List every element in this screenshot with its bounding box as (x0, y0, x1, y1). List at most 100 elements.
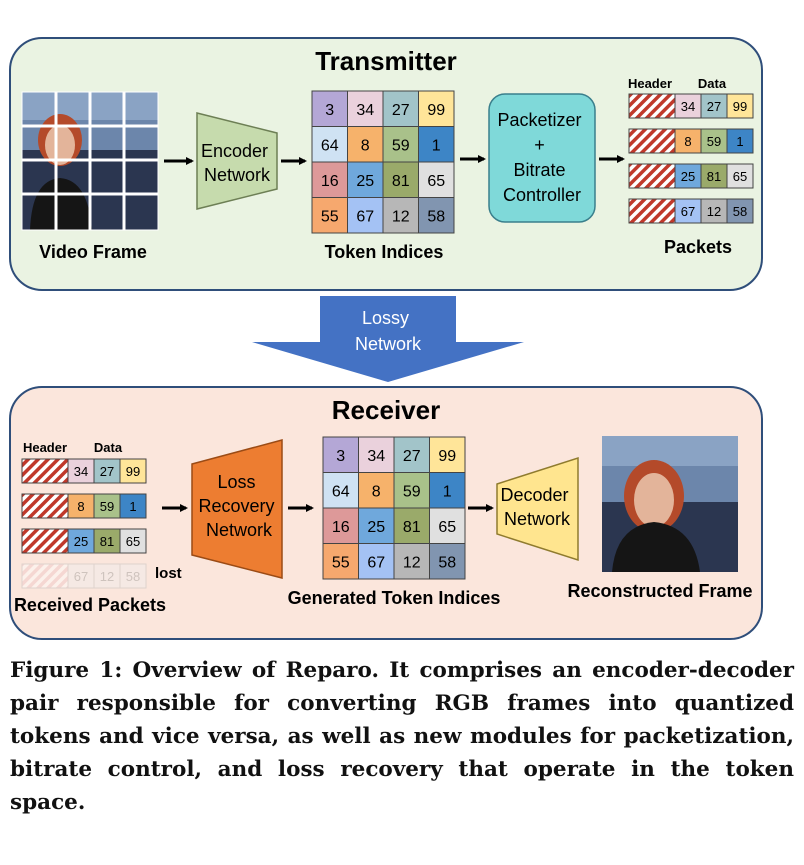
generated-token-cell-value: 3 (336, 448, 345, 465)
generated-token-cell-value: 25 (367, 519, 385, 536)
rx-packet-value: 65 (126, 534, 140, 549)
tx-packet-value: 1 (736, 134, 743, 149)
rx-packet: 25 81 65 (21, 528, 147, 554)
rx-packet-header (21, 563, 69, 589)
loss-recovery-network-block (191, 439, 283, 579)
generated-token-cell (322, 543, 359, 580)
rx-packet-value: 58 (126, 569, 140, 584)
generated-token-cell (429, 436, 466, 473)
generated-token-cell-value: 27 (403, 448, 421, 465)
tx-packet-value: 65 (733, 169, 747, 184)
token-cell (382, 161, 419, 198)
rx-packet-cell (67, 528, 95, 554)
token-cell (418, 90, 455, 127)
generated-token-cell-value: 34 (367, 448, 385, 465)
video-frame-image (21, 91, 159, 231)
rx-packet-value: 27 (100, 464, 114, 479)
generated-token-cell-value: 1 (443, 483, 452, 500)
lossy-network-label: Lossy Network (355, 308, 422, 354)
generated-token-cell (429, 543, 466, 580)
rx-data-label: Data (94, 440, 123, 455)
rx-packet-cell (119, 493, 147, 519)
token-cell-value: 8 (361, 137, 370, 154)
rx-packet-value: 12 (100, 569, 114, 584)
generated-token-cell-value: 99 (438, 448, 456, 465)
generated-token-cell-value: 16 (332, 519, 350, 536)
rx-packet-value: 8 (77, 499, 84, 514)
token-cell (347, 90, 384, 127)
tx-packet-header (628, 163, 676, 189)
token-cell-value: 58 (427, 208, 445, 225)
tx-packet-value: 34 (681, 99, 695, 114)
token-cell (418, 197, 455, 234)
token-cell (418, 161, 455, 198)
token-cell-value: 34 (356, 102, 374, 119)
decoder-network-label: Decoder Network (500, 485, 573, 529)
rx-packet-value: 59 (100, 499, 114, 514)
rx-packet-cell (67, 493, 95, 519)
tx-packet-cell (700, 128, 728, 154)
rx-packet-value: 67 (74, 569, 88, 584)
token-cell (382, 197, 419, 234)
generated-token-indices-label: Generated Token Indices (288, 588, 501, 608)
tx-packet-cell (700, 93, 728, 119)
tx-packet-value: 58 (733, 204, 747, 219)
packets-label: Packets (664, 237, 732, 257)
tx-packet-cell (726, 163, 754, 189)
rx-packet-value: 25 (74, 534, 88, 549)
generated-token-cell-value: 81 (403, 519, 421, 536)
token-cell-value: 55 (321, 208, 339, 225)
tx-packet: 25 81 65 (628, 163, 754, 189)
tx-packet-value: 67 (681, 204, 695, 219)
loss-recovery-label: Loss Recovery Network (198, 472, 279, 540)
rx-header-label: Header (23, 440, 67, 455)
tx-packet-header (628, 93, 676, 119)
rx-packet-value: 81 (100, 534, 114, 549)
generated-token-cell (393, 436, 430, 473)
generated-token-cell-value: 59 (403, 483, 421, 500)
generated-token-cell (322, 472, 359, 509)
rx-packet-value: 34 (74, 464, 88, 479)
token-cell-value: 3 (325, 102, 334, 119)
token-cell-value: 1 (432, 137, 441, 154)
rx-packet-cell (93, 563, 121, 589)
token-cell (311, 126, 348, 163)
rx-packet-value: 99 (126, 464, 140, 479)
token-cell-value: 81 (392, 173, 410, 190)
tx-header-label: Header (628, 76, 672, 91)
generated-token-cell-value: 58 (438, 554, 456, 571)
tx-packet-value: 8 (684, 134, 691, 149)
tx-packet-value: 25 (681, 169, 695, 184)
encoder-network-label: Encoder Network (201, 141, 273, 185)
tx-packet-value: 99 (733, 99, 747, 114)
transmitter-title: Transmitter (315, 46, 457, 76)
overview-diagram: Transmitter Video Frame Encoder Network … (9, 37, 763, 640)
tx-packet-header (628, 198, 676, 224)
rx-lost-packet: 67 12 58 (21, 563, 147, 589)
rx-packet-cell (119, 563, 147, 589)
token-cell-value: 67 (356, 208, 374, 225)
rx-packet-cell (67, 458, 95, 484)
generated-token-cell (358, 507, 395, 544)
token-indices-label: Token Indices (325, 242, 444, 262)
generated-token-cell-value: 64 (332, 483, 350, 500)
rx-packet-cell (93, 493, 121, 519)
token-cell-value: 59 (392, 137, 410, 154)
rx-packet-header (21, 528, 69, 554)
tx-packet-value: 81 (707, 169, 721, 184)
tx-packet-value: 59 (707, 134, 721, 149)
tx-packet-cell (726, 128, 754, 154)
tx-packet-header (628, 128, 676, 154)
tx-packet-cell (726, 93, 754, 119)
video-frame-label: Video Frame (39, 242, 147, 262)
token-cell-value: 65 (427, 173, 445, 190)
lossy-network-arrow (252, 296, 524, 382)
generated-token-cell-value: 65 (438, 519, 456, 536)
